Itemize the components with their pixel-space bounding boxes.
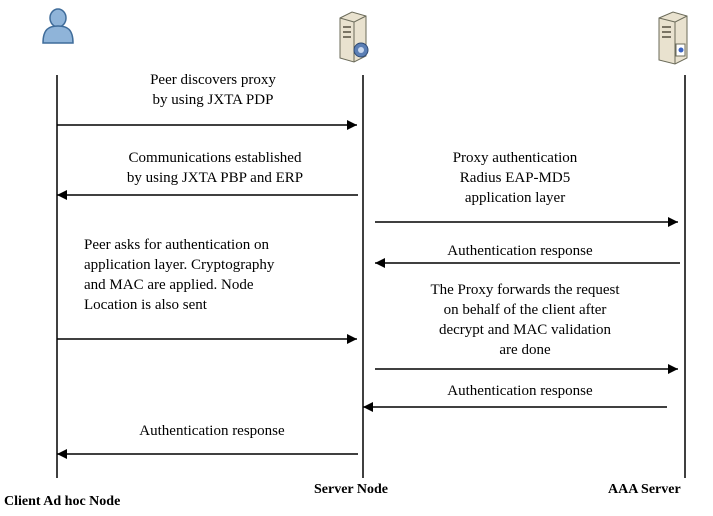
label-line: and MAC are applied. Node	[84, 277, 254, 293]
actor-aaa-label: AAA Server	[608, 482, 681, 497]
actor-client-label: Client Ad hoc Node	[4, 494, 121, 509]
label-authentication-response-aaa: Authentication response	[400, 241, 640, 261]
server-shield-icon	[339, 11, 369, 63]
server-icon	[658, 11, 688, 65]
user-icon	[42, 8, 74, 44]
label-line: Authentication response	[447, 243, 593, 259]
label-line: decrypt and MAC validation	[438, 322, 612, 338]
label-authentication-response-client: Authentication response	[92, 421, 332, 441]
label-peer-discovers-proxy: Peer discovers proxy by using JXTA PDP	[98, 70, 328, 110]
label-authentication-response-server: Authentication response	[400, 381, 640, 401]
label-line: Radius EAP-MD5	[459, 170, 571, 186]
label-communications-established: Communications established by using JXTA…	[80, 148, 350, 188]
label-line: are done	[499, 342, 551, 358]
label-line: Authentication response	[139, 423, 285, 439]
label-proxy-forwards-request: The Proxy forwards the request on behalf…	[390, 280, 660, 360]
label-line: by using JXTA PDP	[152, 92, 274, 108]
label-line: application layer. Cryptography	[84, 257, 275, 273]
label-line: by using JXTA PBP and ERP	[126, 170, 304, 186]
label-line: Peer asks for authentication on	[84, 237, 269, 253]
label-line: Location is also sent	[84, 297, 207, 313]
label-line: Proxy authentication	[452, 150, 578, 166]
label-line: The Proxy forwards the request	[430, 282, 620, 298]
label-peer-asks-authentication: Peer asks for authentication on applicat…	[84, 235, 274, 315]
label-line: Peer discovers proxy	[150, 72, 276, 88]
label-line: application layer	[464, 190, 566, 206]
label-line: Authentication response	[447, 383, 593, 399]
label-line: Communications established	[128, 150, 302, 166]
label-proxy-authentication: Proxy authentication Radius EAP-MD5 appl…	[400, 148, 630, 208]
label-line: on behalf of the client after	[443, 302, 607, 318]
actor-server-label: Server Node	[314, 482, 388, 497]
